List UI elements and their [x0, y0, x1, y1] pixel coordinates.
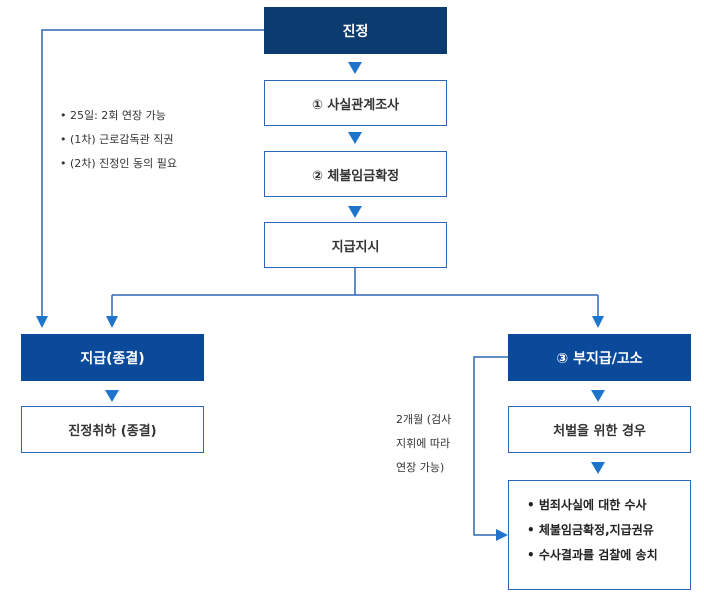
action-item: • 수사결과를 검찰에 송치 — [527, 548, 658, 562]
node-withdraw-label: 진정취하 (종결) — [68, 424, 157, 439]
prosecutor-note: 연장 가능) — [396, 461, 445, 474]
prosecutor-notes: 2개월 (검사 지휘에 따라 연장 가능) — [396, 408, 451, 480]
extension-note: • (2차) 진정인 동의 필요 — [60, 157, 178, 170]
node-start-label: 진정 — [342, 23, 369, 40]
extension-notes: • 25일: 2회 연장 가능 • (1차) 근로감독관 직권 • (2차) 진… — [60, 104, 177, 176]
extension-note: • 25일: 2회 연장 가능 — [60, 109, 166, 122]
prosecutor-line — [473, 356, 508, 536]
arrow-down-paid — [105, 390, 119, 402]
node-paid: 지급(종결) — [21, 334, 204, 381]
action-item: • 체불임금확정,지급권유 — [527, 523, 654, 537]
arrow-down-bypass — [36, 316, 48, 328]
node-paid-label: 지급(종결) — [80, 350, 145, 367]
node-punish: 처벌을 위한 경우 — [508, 406, 691, 453]
node-order-label: 지급지시 — [331, 239, 380, 255]
node-start: 진정 — [264, 7, 447, 54]
arrow-down-left-branch — [106, 316, 118, 328]
node-actions: • 범죄사실에 대한 수사 • 체불임금확정,지급권유 • 수사결과를 검찰에 … — [508, 480, 691, 590]
node-step1-label: ① 사실관계조사 — [311, 97, 400, 113]
arrow-down-1 — [348, 62, 362, 74]
arrow-down-punish — [591, 462, 605, 474]
node-step2-label: ② 체불임금확정 — [311, 168, 400, 184]
node-order: 지급지시 — [264, 222, 447, 268]
prosecutor-note: 2개월 (검사 — [396, 413, 452, 426]
node-unpaid: ③ 부지급/고소 — [508, 334, 691, 381]
node-punish-label: 처벌을 위한 경우 — [553, 424, 646, 439]
bypass-line — [41, 29, 264, 320]
arrow-down-3 — [348, 206, 362, 218]
arrow-down-2 — [348, 132, 362, 144]
node-withdraw: 진정취하 (종결) — [21, 406, 204, 453]
node-unpaid-label: ③ 부지급/고소 — [556, 350, 643, 367]
extension-note: • (1차) 근로감독관 직권 — [60, 133, 174, 146]
node-step1: ① 사실관계조사 — [264, 80, 447, 126]
arrow-down-unpaid — [591, 390, 605, 402]
arrow-down-right-branch — [592, 316, 604, 328]
arrow-right-actions — [496, 529, 508, 541]
prosecutor-note: 지휘에 따라 — [396, 437, 451, 450]
action-item: • 범죄사실에 대한 수사 — [527, 498, 647, 512]
node-step2: ② 체불임금확정 — [264, 151, 447, 197]
